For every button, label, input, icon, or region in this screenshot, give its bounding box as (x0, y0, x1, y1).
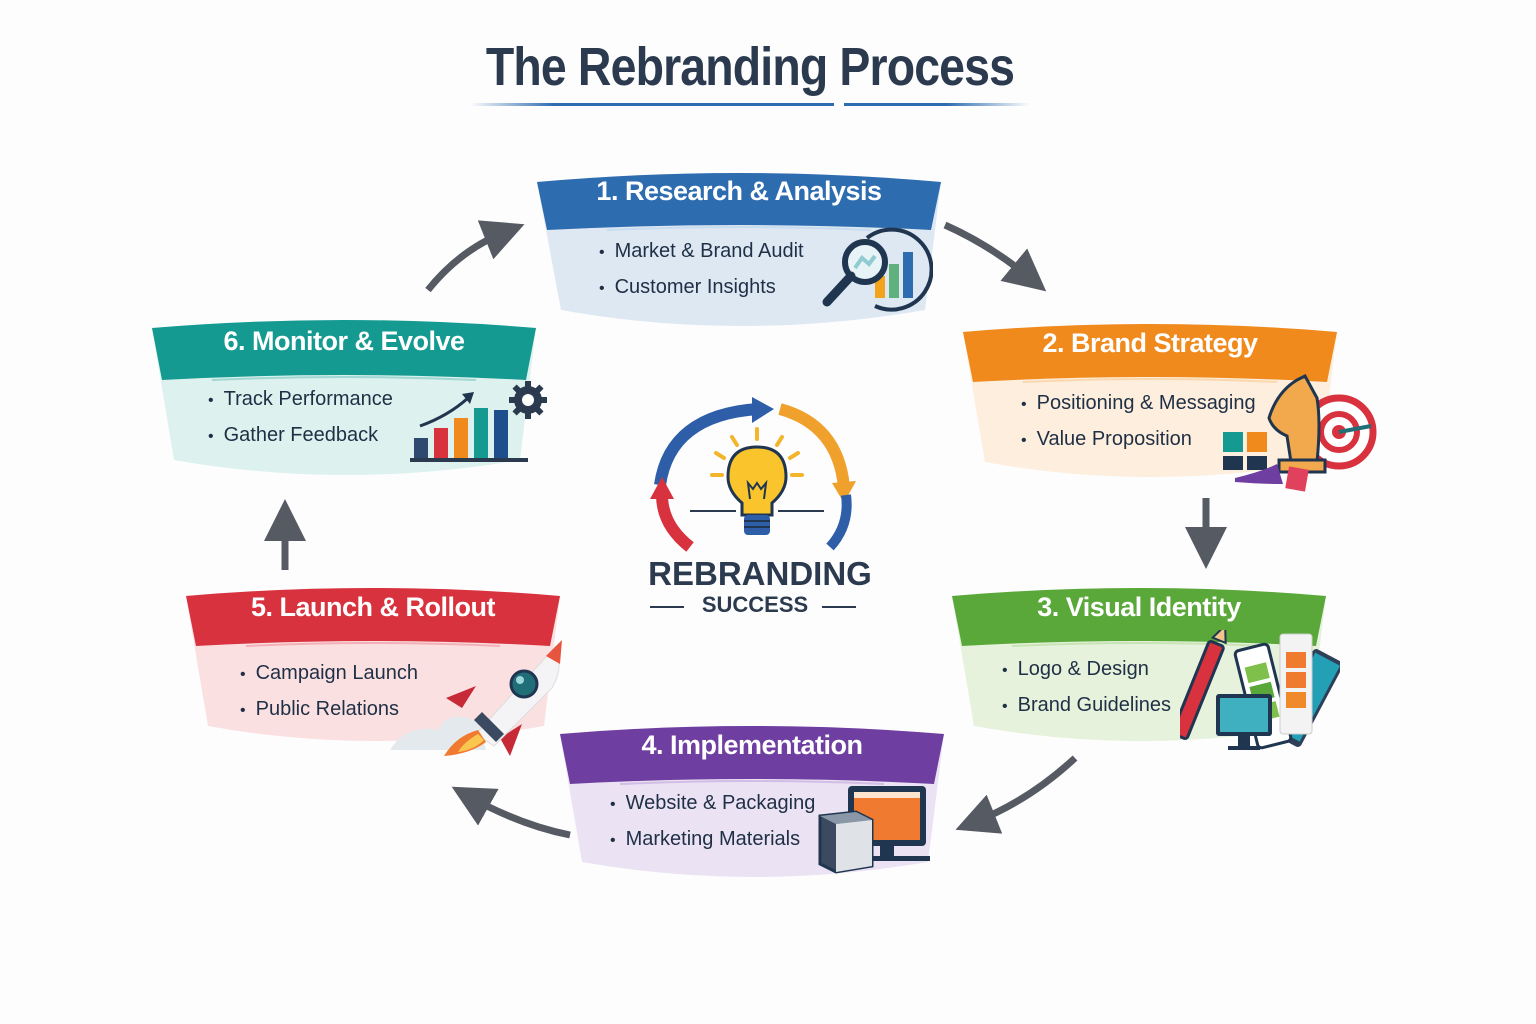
center-subtitle: SUCCESS (701, 592, 809, 617)
step-items: Campaign Launch Public Relations (240, 656, 418, 728)
step-title: 1. Research & Analysis (596, 176, 882, 206)
step-title: 3. Visual Identity (1037, 592, 1241, 622)
rocket-icon (390, 640, 562, 756)
arrow-3-to-4 (955, 755, 1078, 834)
step-card-research: 1. Research & Analysis Market & Brand Au… (537, 172, 941, 332)
step-item: Gather Feedback (208, 418, 393, 454)
step-items: Track Performance Gather Feedback (208, 382, 393, 454)
chess-knight-target-icon (1223, 374, 1377, 492)
box-monitor-icon (818, 786, 930, 874)
step-card-visual-identity: 3. Visual Identity Logo & Design Brand G… (952, 586, 1340, 750)
step-item: Public Relations (240, 692, 418, 728)
step-card-implementation: 4. Implementation Website & Packaging Ma… (560, 724, 944, 884)
step-item: Logo & Design (1002, 652, 1171, 688)
step-items: Website & Packaging Marketing Materials (610, 786, 816, 858)
title-underline (470, 103, 1030, 106)
arrow-4-to-5 (451, 786, 571, 839)
step-card-monitor: 6. Monitor & Evolve Track Performance Ga… (152, 318, 547, 482)
step-item: Campaign Launch (240, 656, 418, 692)
step-item: Positioning & Messaging (1021, 386, 1256, 422)
step-title: 5. Launch & Rollout (251, 592, 496, 622)
step-item: Marketing Materials (610, 822, 815, 858)
step-title: 4. Implementation (641, 730, 863, 760)
step-title: 6. Monitor & Evolve (223, 326, 465, 356)
step-title: 2. Brand Strategy (1042, 328, 1258, 358)
step-item: Brand Guidelines (1002, 688, 1171, 724)
step-card-brand-strategy: 2. Brand Strategy Positioning & Messagin… (963, 322, 1377, 492)
step-item: Website & Packaging (610, 786, 816, 822)
page-title: The Rebranding Process (485, 37, 1015, 97)
step-item: Value Proposition (1021, 422, 1256, 458)
arrow-1-to-2 (943, 221, 1047, 292)
growth-chart-gear-icon (410, 381, 547, 462)
lightbulb-cycle-icon (650, 397, 856, 552)
step-item: Market & Brand Audit (599, 234, 804, 270)
center-title: REBRANDING (648, 555, 872, 592)
step-items: Positioning & Messaging Value Propositio… (1021, 386, 1256, 458)
divider (822, 606, 856, 608)
divider (650, 606, 684, 608)
step-card-launch: 5. Launch & Rollout Campaign Launch Publ… (186, 586, 562, 756)
arrow-6-to-1 (425, 220, 525, 293)
step-item: Customer Insights (599, 270, 804, 306)
step-item: Track Performance (208, 382, 393, 418)
step-items: Logo & Design Brand Guidelines (1002, 652, 1171, 724)
step-items: Market & Brand Audit Customer Insights (599, 234, 804, 306)
magnifier-chart-icon (822, 227, 933, 312)
pencil-palette-monitor-icon (1180, 630, 1340, 750)
